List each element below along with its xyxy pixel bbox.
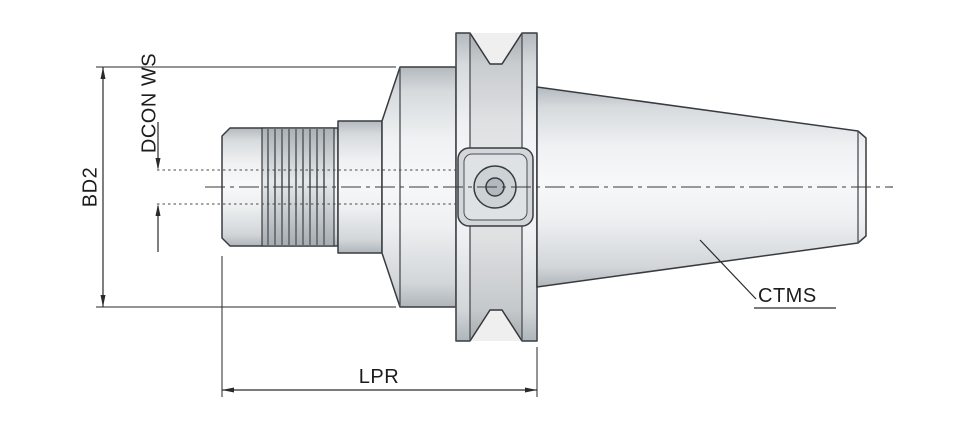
construction-lines [157, 169, 893, 205]
dimension-bd2: BD2 [79, 66, 396, 308]
arrowhead [525, 387, 537, 393]
label-bd2: BD2 [79, 167, 101, 207]
ctms-leader-line [699, 239, 757, 300]
arrowhead [100, 67, 106, 79]
label-ctms: CTMS [758, 285, 817, 307]
arrowhead [155, 158, 161, 170]
arrowhead [100, 295, 106, 307]
arrowhead [155, 204, 161, 216]
arrowhead [222, 387, 234, 393]
label-ctms-group: CTMS [699, 239, 836, 309]
label-dcon-ws: DCON WS [138, 53, 160, 153]
dimension-dcon-ws: DCON WS [138, 53, 161, 252]
label-lpr: LPR [359, 366, 399, 388]
dimension-lpr: LPR [221, 256, 538, 397]
